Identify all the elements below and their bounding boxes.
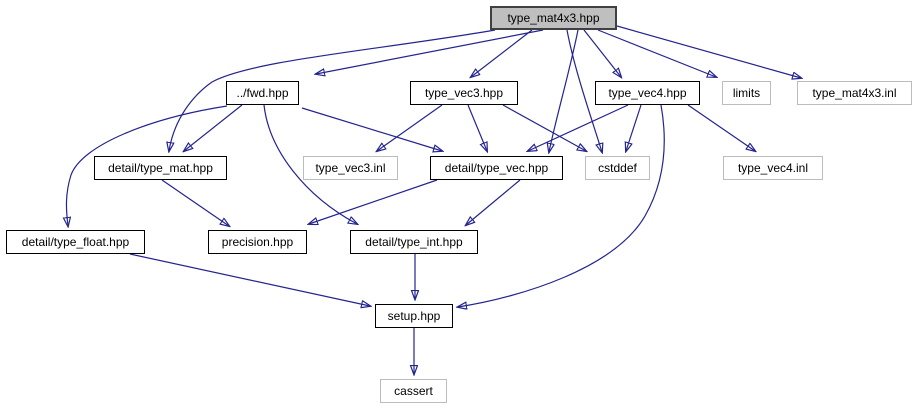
node-fwd-hpp[interactable]: ../fwd.hpp	[226, 81, 299, 105]
node-cassert: cassert	[380, 379, 447, 403]
node-detail-type_float-hpp[interactable]: detail/type_float.hpp	[6, 230, 145, 254]
node-type_mat4x3-inl: type_mat4x3.inl	[797, 81, 912, 105]
edge-detail-type_vec-hpp-to-precision-hpp	[309, 179, 438, 224]
edge-type_vec3-hpp-to-cstddef	[502, 104, 586, 151]
edge-type_vec3-hpp-to-detail-type_vec-hpp	[467, 104, 487, 151]
node-type_vec3-hpp[interactable]: type_vec3.hpp	[410, 81, 518, 105]
node-detail-type_mat-hpp[interactable]: detail/type_mat.hpp	[94, 156, 227, 180]
edge-type_mat4x3-hpp-to-type_mat4x3-inl	[616, 25, 801, 78]
edge-fwd-hpp-to-detail-type_vec-hpp	[301, 107, 442, 151]
node-detail-type_vec-hpp[interactable]: detail/type_vec.hpp	[430, 156, 563, 180]
node-type_vec4-inl: type_vec4.inl	[723, 156, 823, 180]
edge-fwd-hpp-to-detail-type_mat-hpp	[184, 104, 243, 151]
edge-type_vec4-hpp-to-cstddef	[626, 104, 642, 151]
edge-fwd-hpp-to-detail-type_float-hpp	[66, 105, 228, 226]
edge-type_vec4-hpp-to-detail-type_vec-hpp	[528, 104, 629, 151]
edge-type_mat4x3-hpp-to-detail-type_vec-hpp	[549, 29, 579, 152]
edge-detail-type_mat-hpp-to-precision-hpp	[161, 179, 229, 226]
node-cstddef: cstddef	[585, 156, 650, 180]
node-limits: limits	[722, 81, 771, 105]
node-type_vec3-inl: type_vec3.inl	[303, 156, 398, 180]
edge-type_vec4-hpp-to-setup-hpp	[458, 104, 665, 307]
node-type_vec4-hpp[interactable]: type_vec4.hpp	[595, 81, 700, 105]
edge-detail-type_vec-hpp-to-detail-type_int-hpp	[466, 179, 521, 225]
node-type_mat4x3-hpp[interactable]: type_mat4x3.hpp	[490, 6, 617, 30]
edge-type_mat4x3-hpp-to-limits	[597, 29, 716, 77]
edge-type_vec4-hpp-to-type_vec4-inl	[687, 104, 755, 151]
node-precision-hpp[interactable]: precision.hpp	[208, 230, 307, 254]
edge-type_mat4x3-hpp-to-cstddef	[566, 29, 602, 152]
edge-type_mat4x3-hpp-to-type_vec4-hpp	[583, 29, 621, 77]
edge-type_vec3-hpp-to-type_vec3-inl	[377, 104, 443, 151]
edge-detail-type_float-hpp-to-setup-hpp	[129, 253, 370, 306]
edge-type_mat4x3-hpp-to-type_vec3-hpp	[471, 29, 533, 77]
edge-type_mat4x3-hpp-to-fwd-hpp	[316, 29, 544, 74]
node-setup-hpp[interactable]: setup.hpp	[375, 304, 453, 328]
node-detail-type_int-hpp[interactable]: detail/type_int.hpp	[350, 230, 478, 254]
